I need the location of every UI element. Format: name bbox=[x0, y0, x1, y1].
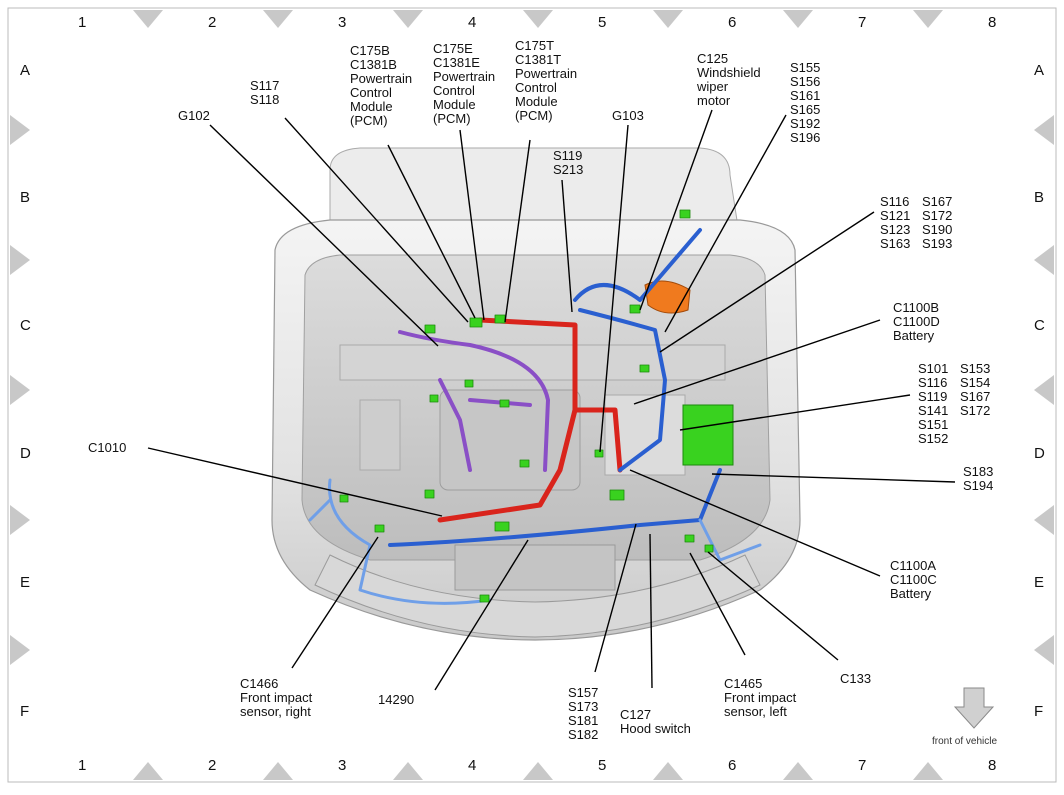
col-label: 6 bbox=[728, 757, 736, 774]
col-label: 4 bbox=[468, 14, 476, 31]
callout-labels: G102 S117 S118 C175B C1381B Powertrain C… bbox=[88, 38, 997, 742]
callout-s101-group: S101 S116 S119 S141 S151 S152 bbox=[918, 361, 952, 446]
harness-blue bbox=[388, 228, 722, 547]
row-label: E bbox=[20, 574, 30, 591]
harness-red bbox=[437, 317, 623, 523]
callout-s117: S117 S118 bbox=[250, 78, 283, 107]
callout-c1465: C1465 Front impact sensor, left bbox=[724, 676, 800, 719]
col-label: 7 bbox=[858, 757, 866, 774]
row-label: F bbox=[1034, 703, 1043, 720]
callout-c175b: C175B C1381B Powertrain Control Module (… bbox=[350, 43, 416, 128]
callout-c1010: C1010 bbox=[88, 440, 126, 455]
callout-g103: G103 bbox=[612, 108, 644, 123]
col-label: 7 bbox=[858, 14, 866, 31]
callout-s116-group: S116 S121 S123 S163 bbox=[880, 194, 914, 251]
row-label: A bbox=[1034, 62, 1044, 79]
grid-labels: 1 2 3 4 5 6 7 8 1 2 3 4 5 6 7 8 A B C D … bbox=[20, 14, 1045, 774]
col-label: 2 bbox=[208, 757, 216, 774]
vehicle-front-illustration bbox=[271, 147, 801, 641]
row-label: C bbox=[20, 317, 31, 334]
col-label: 8 bbox=[988, 757, 996, 774]
callout-c1466: C1466 Front impact sensor, right bbox=[240, 676, 316, 719]
front-of-vehicle-indicator: front of vehicle bbox=[932, 687, 997, 747]
col-label: 1 bbox=[78, 757, 86, 774]
callout-s167-group: S167 S172 S190 S193 bbox=[922, 194, 956, 251]
callout-c1100a: C1100A C1100C Battery bbox=[890, 558, 940, 601]
callout-c175e: C175E C1381E Powertrain Control Module (… bbox=[433, 41, 499, 126]
callout-c175t: C175T C1381T Powertrain Control Module (… bbox=[515, 38, 581, 123]
row-label: E bbox=[1034, 574, 1044, 591]
col-label: 5 bbox=[598, 14, 606, 31]
callout-s183: S183 S194 bbox=[963, 464, 997, 493]
row-label: C bbox=[1034, 317, 1045, 334]
callout-s153-group: S153 S154 S167 S172 bbox=[960, 361, 994, 418]
row-label: A bbox=[20, 62, 30, 79]
callout-14290: 14290 bbox=[378, 692, 414, 707]
row-label: B bbox=[20, 189, 30, 206]
col-label: 8 bbox=[988, 14, 996, 31]
col-label: 1 bbox=[78, 14, 86, 31]
col-label: 5 bbox=[598, 757, 606, 774]
row-label: D bbox=[1034, 445, 1045, 462]
callout-s155: S155 S156 S161 S165 S192 S196 bbox=[790, 60, 824, 145]
callout-c1100b: C1100B C1100D Battery bbox=[893, 300, 943, 343]
callout-s157: S157 S173 S181 S182 bbox=[568, 685, 602, 742]
callout-s119: S119 S213 bbox=[553, 148, 586, 177]
col-label: 4 bbox=[468, 757, 476, 774]
leader-lines bbox=[147, 109, 956, 691]
orientation-label: front of vehicle bbox=[932, 736, 997, 747]
wiring-harness bbox=[308, 209, 762, 605]
callout-c125: C125 Windshield wiper motor bbox=[696, 51, 764, 108]
down-arrow-icon bbox=[953, 687, 995, 729]
col-label: 6 bbox=[728, 14, 736, 31]
row-label: D bbox=[20, 445, 31, 462]
callout-c133: C133 bbox=[840, 671, 871, 686]
col-label: 3 bbox=[338, 757, 346, 774]
harness-lightblue bbox=[308, 478, 762, 605]
callout-g102: G102 bbox=[178, 108, 210, 123]
connectors bbox=[339, 209, 714, 603]
callout-c127: C127 Hood switch bbox=[620, 707, 691, 736]
row-label: B bbox=[1034, 189, 1044, 206]
col-label: 3 bbox=[338, 14, 346, 31]
frame-border bbox=[7, 7, 1057, 783]
row-label: F bbox=[20, 703, 29, 720]
grid-markers bbox=[10, 10, 1054, 780]
col-label: 2 bbox=[208, 14, 216, 31]
